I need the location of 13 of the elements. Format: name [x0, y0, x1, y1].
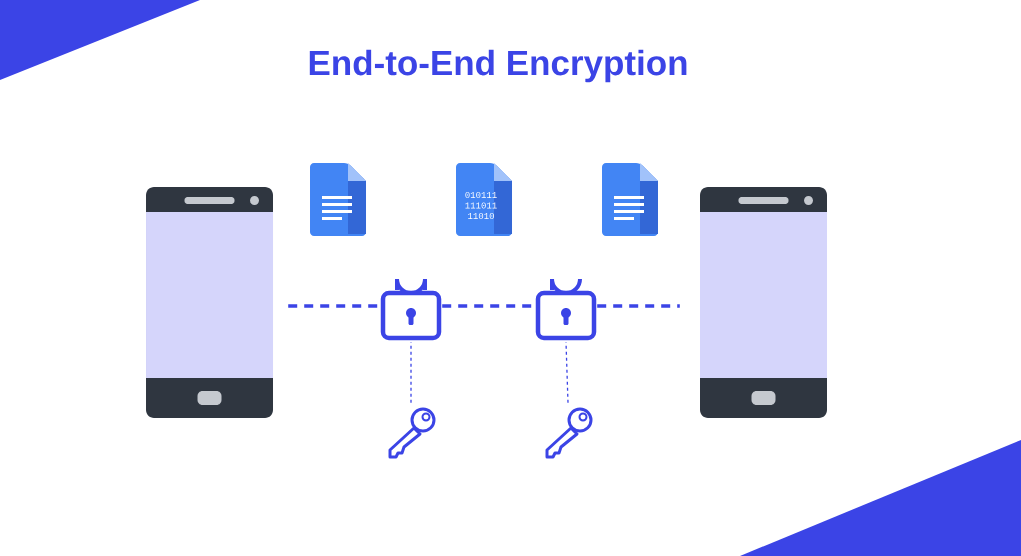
phone-drawing [146, 187, 273, 418]
dashed-line [288, 304, 380, 308]
dashed-line [597, 304, 680, 308]
title: End-to-End Encryption [309, 49, 687, 83]
key-icon [388, 407, 436, 459]
dashed-line [410, 341, 412, 404]
padlock-icon [380, 277, 442, 341]
dashed-line [565, 341, 569, 404]
document-icon [602, 163, 658, 236]
padlock-icon [535, 277, 597, 341]
phone-drawing [700, 187, 827, 418]
document-icon [310, 163, 366, 236]
key-icon [545, 407, 593, 459]
